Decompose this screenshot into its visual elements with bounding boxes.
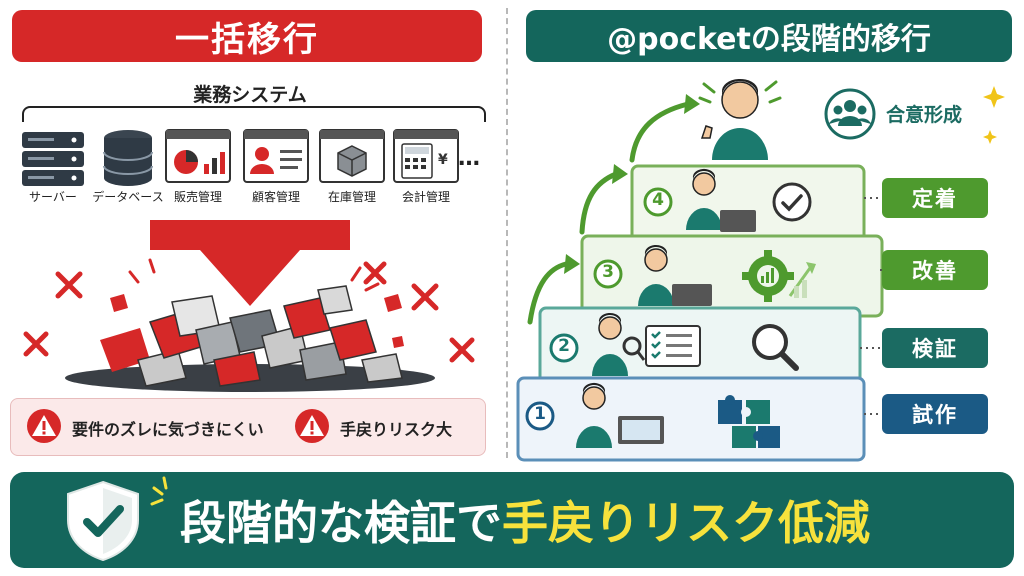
step-2-number: 2: [558, 336, 570, 356]
summary-text-white: 段階的な検証で: [180, 496, 502, 550]
warning-icon: [295, 409, 329, 443]
staircase-illustration: [516, 78, 1005, 462]
magnifier-icon: [752, 324, 799, 371]
celebrating-person-icon: [698, 78, 782, 160]
center-divider: [506, 8, 508, 458]
tag-prototype: 試作: [882, 394, 988, 434]
step-2-person-icon: [592, 312, 701, 376]
customer-card-icon: [243, 129, 309, 183]
gear-growth-icon: [742, 250, 816, 302]
step-number-badges: [525, 187, 673, 431]
step-3-person-icon: [638, 244, 712, 306]
server-icon: [22, 132, 84, 186]
sparkle-icon: [983, 86, 1005, 144]
step-1-person-icon: [576, 382, 664, 448]
tag-improve: 改善: [882, 250, 988, 290]
puzzle-icon: [718, 395, 780, 448]
system-label-database: データベース: [92, 190, 164, 204]
debris-lines: [128, 258, 380, 292]
risk-label-requirement-gap: 要件のズレに気づきにくい: [72, 420, 264, 439]
step-4-person-icon: [686, 168, 756, 232]
tag-verify: 検証: [882, 328, 988, 368]
system-label-sales: 販売管理: [173, 190, 222, 204]
step-1-number: 1: [534, 404, 546, 424]
more-systems-ellipsis: …: [458, 146, 480, 171]
consensus-label: 合意形成: [886, 104, 963, 126]
team-group-icon: [824, 88, 876, 140]
system-label-customer: 顧客管理: [251, 190, 300, 204]
phased-migration-banner: @pocketの段階的移行: [526, 10, 1012, 62]
summary-text: 段階的な検証で手戻りリスク低減: [180, 482, 870, 558]
risk-label-rework: 手戻りリスク大: [340, 420, 453, 439]
tag-establish: 定着: [882, 178, 988, 218]
warning-icon: [27, 409, 61, 443]
system-label-server: サーバー: [29, 190, 77, 204]
inventory-box-icon: [319, 129, 385, 183]
summary-text-yellow: 手戻りリスク低減: [502, 496, 870, 550]
summary-banner: [10, 472, 1014, 568]
step-1-platform: [516, 376, 866, 462]
calculator-icon: ¥: [393, 129, 459, 183]
collapse-illustration: [23, 220, 475, 392]
sparkle-lines-icon: [150, 476, 168, 506]
down-arrow-icon: [150, 220, 350, 306]
system-bracket: [22, 106, 486, 122]
big-bang-migration-banner: 一括移行: [12, 10, 482, 62]
connector-lines: [860, 197, 882, 415]
rubble-blocks-icon: [100, 285, 404, 387]
check-circle-icon: [772, 182, 812, 222]
step-3-platform: [580, 234, 884, 318]
sales-chart-icon: [165, 129, 231, 183]
shield-check-icon: [67, 480, 139, 562]
cross-marks-icon: [23, 261, 475, 363]
business-system-title: 業務システム: [193, 84, 307, 106]
system-icons-row: ¥: [22, 129, 459, 186]
system-label-inventory: 在庫管理: [327, 190, 376, 204]
growth-arrow-icon: [527, 101, 691, 325]
step-3-number: 3: [602, 262, 614, 282]
step-4-number: 4: [652, 190, 664, 210]
database-icon: [103, 130, 153, 186]
system-label-accounting: 会計管理: [401, 190, 450, 204]
risk-panel: [10, 398, 486, 456]
svg-text:¥: ¥: [438, 152, 448, 168]
